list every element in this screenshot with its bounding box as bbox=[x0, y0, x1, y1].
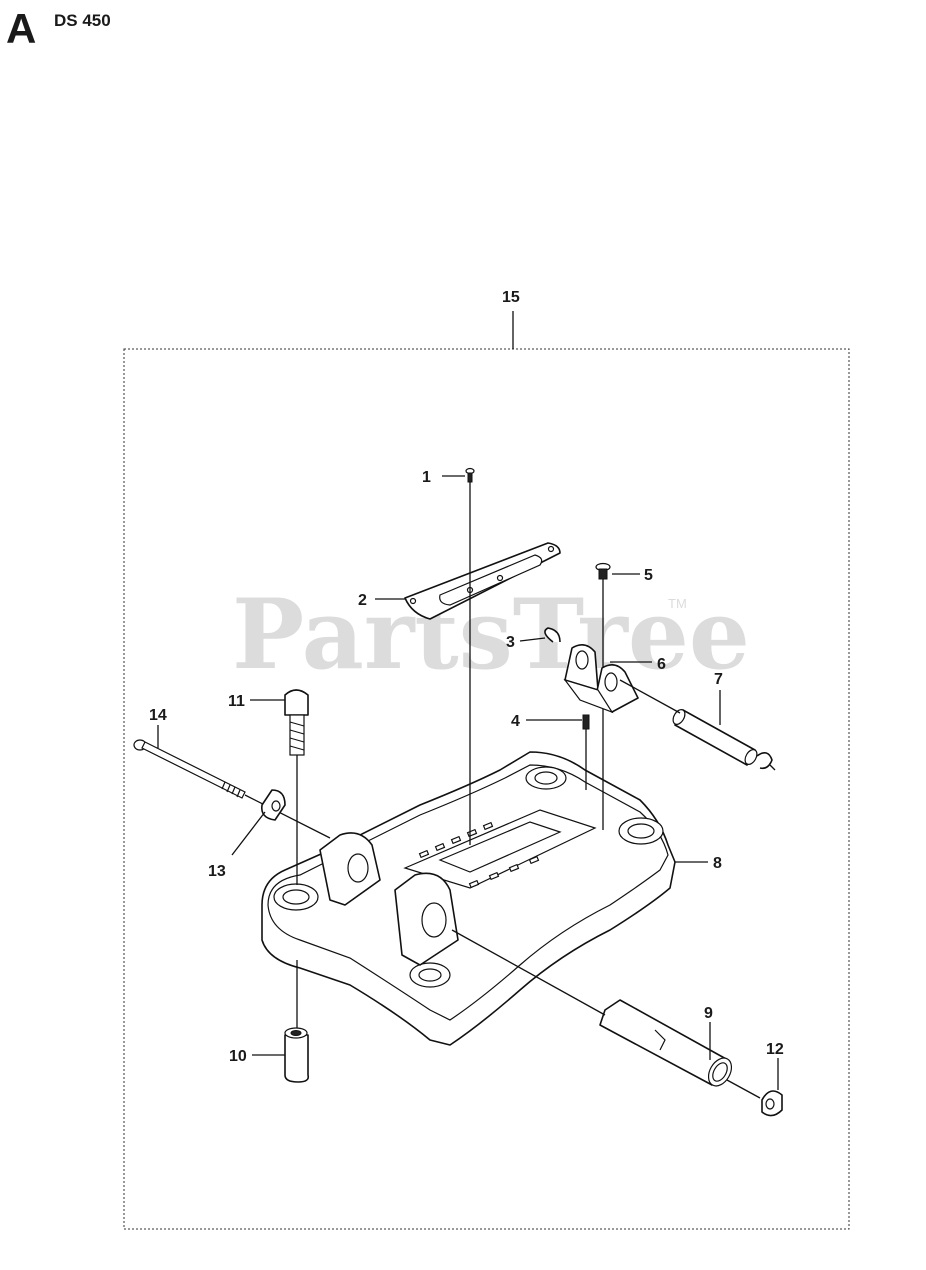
callout-7: 7 bbox=[714, 671, 723, 688]
pin-part-4[interactable] bbox=[582, 714, 590, 730]
callout-9: 9 bbox=[704, 1005, 713, 1022]
long-bolt-part-14[interactable] bbox=[133, 739, 246, 799]
cap-part-12[interactable] bbox=[761, 1090, 783, 1117]
callout-8: 8 bbox=[713, 855, 722, 872]
screw-part-5[interactable] bbox=[595, 562, 611, 580]
bracket-part-6[interactable] bbox=[563, 644, 639, 714]
callout-4: 4 bbox=[511, 713, 520, 730]
leader-line-13 bbox=[231, 811, 266, 856]
base-plate-part-8[interactable] bbox=[261, 751, 676, 1046]
callout-6: 6 bbox=[657, 656, 666, 673]
assembly-line-9 bbox=[451, 929, 606, 1016]
bolt-part-11[interactable] bbox=[284, 689, 309, 756]
callout-5: 5 bbox=[644, 567, 653, 584]
assembly-line-7 bbox=[619, 679, 681, 714]
model-title: DS 450 bbox=[54, 11, 111, 30]
assembly-line-12 bbox=[726, 1079, 761, 1099]
callout-2: 2 bbox=[358, 592, 367, 609]
callout-14: 14 bbox=[149, 707, 167, 724]
section-letter: A bbox=[6, 5, 37, 52]
slide-plate-part-2[interactable] bbox=[404, 542, 561, 620]
watermark-tm: TM bbox=[668, 596, 687, 611]
callout-10: 10 bbox=[229, 1048, 247, 1065]
leader-line-3 bbox=[519, 637, 546, 642]
pivot-pin-part-7[interactable] bbox=[671, 708, 773, 770]
nut-sleeve-part-10[interactable] bbox=[284, 1027, 310, 1083]
screw-part-1[interactable] bbox=[465, 467, 475, 483]
spacer-part-13[interactable] bbox=[260, 789, 286, 821]
clip-part-3[interactable] bbox=[544, 627, 561, 643]
assembly-line-14 bbox=[244, 794, 331, 839]
callout-3: 3 bbox=[506, 634, 515, 651]
assembly-box bbox=[123, 348, 850, 1230]
shaft-sleeve-part-9[interactable] bbox=[599, 999, 736, 1090]
callout-11: 11 bbox=[228, 693, 245, 710]
watermark-text: PartsTree bbox=[232, 578, 750, 691]
callout-13: 13 bbox=[208, 863, 226, 880]
callout-1: 1 bbox=[422, 469, 431, 486]
callout-15: 15 bbox=[502, 289, 520, 306]
callout-12: 12 bbox=[766, 1041, 784, 1058]
assembly-line-7b bbox=[769, 764, 776, 771]
